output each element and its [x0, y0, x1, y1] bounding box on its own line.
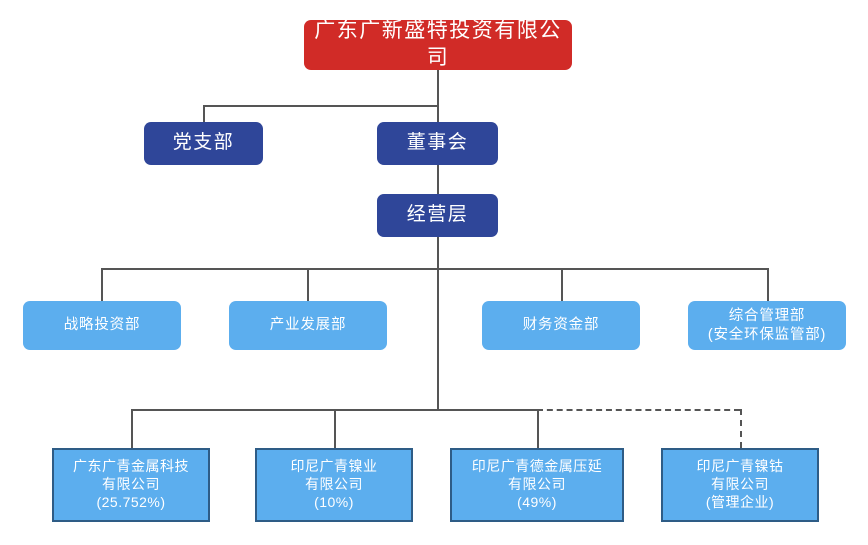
node-dept-strategic-investment-label: 战略投资部: [63, 317, 141, 334]
connector-subsidiary-drop-2: [334, 409, 336, 448]
connector-board-to-management: [437, 165, 439, 194]
connector-department-bus: [101, 268, 768, 270]
connector-party-branch-drop: [203, 105, 205, 122]
node-party-branch[interactable]: 党支部: [144, 122, 263, 165]
node-subsidiary-indonesia-guangqing-nickel-cobalt[interactable]: 印尼广青镍钴 有限公司 (管理企业): [661, 448, 819, 522]
node-board-of-directors-label: 董事会: [406, 132, 469, 154]
node-dept-general-management[interactable]: 综合管理部 (安全环保监管部): [688, 301, 846, 350]
node-root-company-label: 广东广新盛特投资有限公司: [314, 19, 562, 69]
connector-subsidiary-drop-4: [740, 409, 742, 448]
node-subsidiary-guangdong-guangqing-metal-technology[interactable]: 广东广青金属科技 有限公司 (25.752%): [52, 448, 210, 522]
node-dept-industry-development[interactable]: 产业发展部: [229, 301, 387, 350]
node-management-level-label: 经营层: [406, 204, 469, 226]
node-management-level[interactable]: 经营层: [377, 194, 498, 237]
connector-board-drop: [437, 105, 439, 122]
node-subsidiary-indonesia-guangqingde-metal-rolling-label: 印尼广青德金属压延 有限公司 (49%): [471, 458, 603, 510]
connector-subsidiary-drop-1: [131, 409, 133, 448]
node-dept-general-management-label: 综合管理部 (安全环保监管部): [707, 307, 827, 343]
node-root-company[interactable]: 广东广新盛特投资有限公司: [304, 19, 572, 70]
connector-dept-drop-2: [307, 268, 309, 301]
connector-dept-drop-3: [561, 268, 563, 301]
node-subsidiary-indonesia-guangqing-nickel[interactable]: 印尼广青镍业 有限公司 (10%): [255, 448, 413, 522]
connector-main-trunk: [437, 237, 439, 410]
node-dept-finance-funds-label: 财务资金部: [522, 317, 600, 334]
node-dept-industry-development-label: 产业发展部: [269, 317, 347, 334]
connector-subsidiary-bus-dashed: [537, 409, 740, 411]
node-party-branch-label: 党支部: [172, 132, 235, 154]
connector-root-down: [437, 70, 439, 106]
node-board-of-directors[interactable]: 董事会: [377, 122, 498, 165]
connector-dept-drop-1: [101, 268, 103, 301]
connector-subsidiary-drop-3: [537, 409, 539, 448]
connector-level2-bus: [203, 105, 439, 107]
node-subsidiary-indonesia-guangqing-nickel-label: 印尼广青镍业 有限公司 (10%): [290, 458, 378, 510]
node-dept-finance-funds[interactable]: 财务资金部: [482, 301, 640, 350]
node-subsidiary-guangdong-guangqing-metal-technology-label: 广东广青金属科技 有限公司 (25.752%): [73, 458, 189, 510]
node-dept-strategic-investment[interactable]: 战略投资部: [23, 301, 181, 350]
node-subsidiary-indonesia-guangqingde-metal-rolling[interactable]: 印尼广青德金属压延 有限公司 (49%): [450, 448, 624, 522]
node-subsidiary-indonesia-guangqing-nickel-cobalt-label: 印尼广青镍钴 有限公司 (管理企业): [696, 458, 784, 510]
connector-dept-drop-4: [767, 268, 769, 301]
